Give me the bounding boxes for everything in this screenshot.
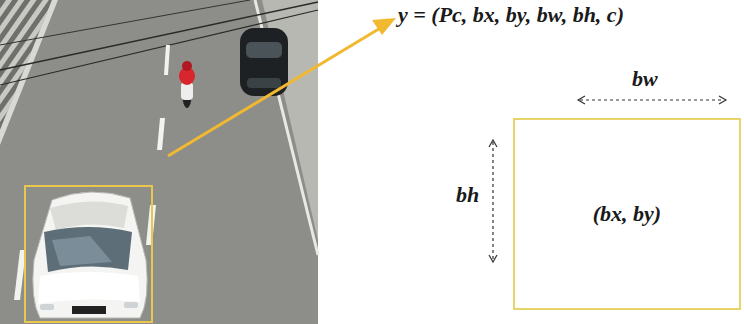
width-dimension <box>578 96 726 104</box>
road <box>0 0 318 324</box>
height-label: bh <box>456 182 479 208</box>
formula: y = (Pc, bx, by, bw, bh, c) <box>398 2 624 28</box>
center-coordinate: (bx, by) <box>593 201 661 227</box>
pointer-arrow <box>168 27 382 156</box>
width-label: bw <box>632 66 658 92</box>
curb <box>0 0 58 145</box>
bounding-box <box>25 186 152 322</box>
height-dimension <box>489 140 497 262</box>
black-car <box>240 28 288 96</box>
motorbike <box>179 61 195 108</box>
bounding-box-diagram: (bx, by) <box>513 118 741 310</box>
white-car <box>33 192 147 318</box>
pointer-arrowhead <box>372 18 396 35</box>
cable <box>0 0 250 45</box>
